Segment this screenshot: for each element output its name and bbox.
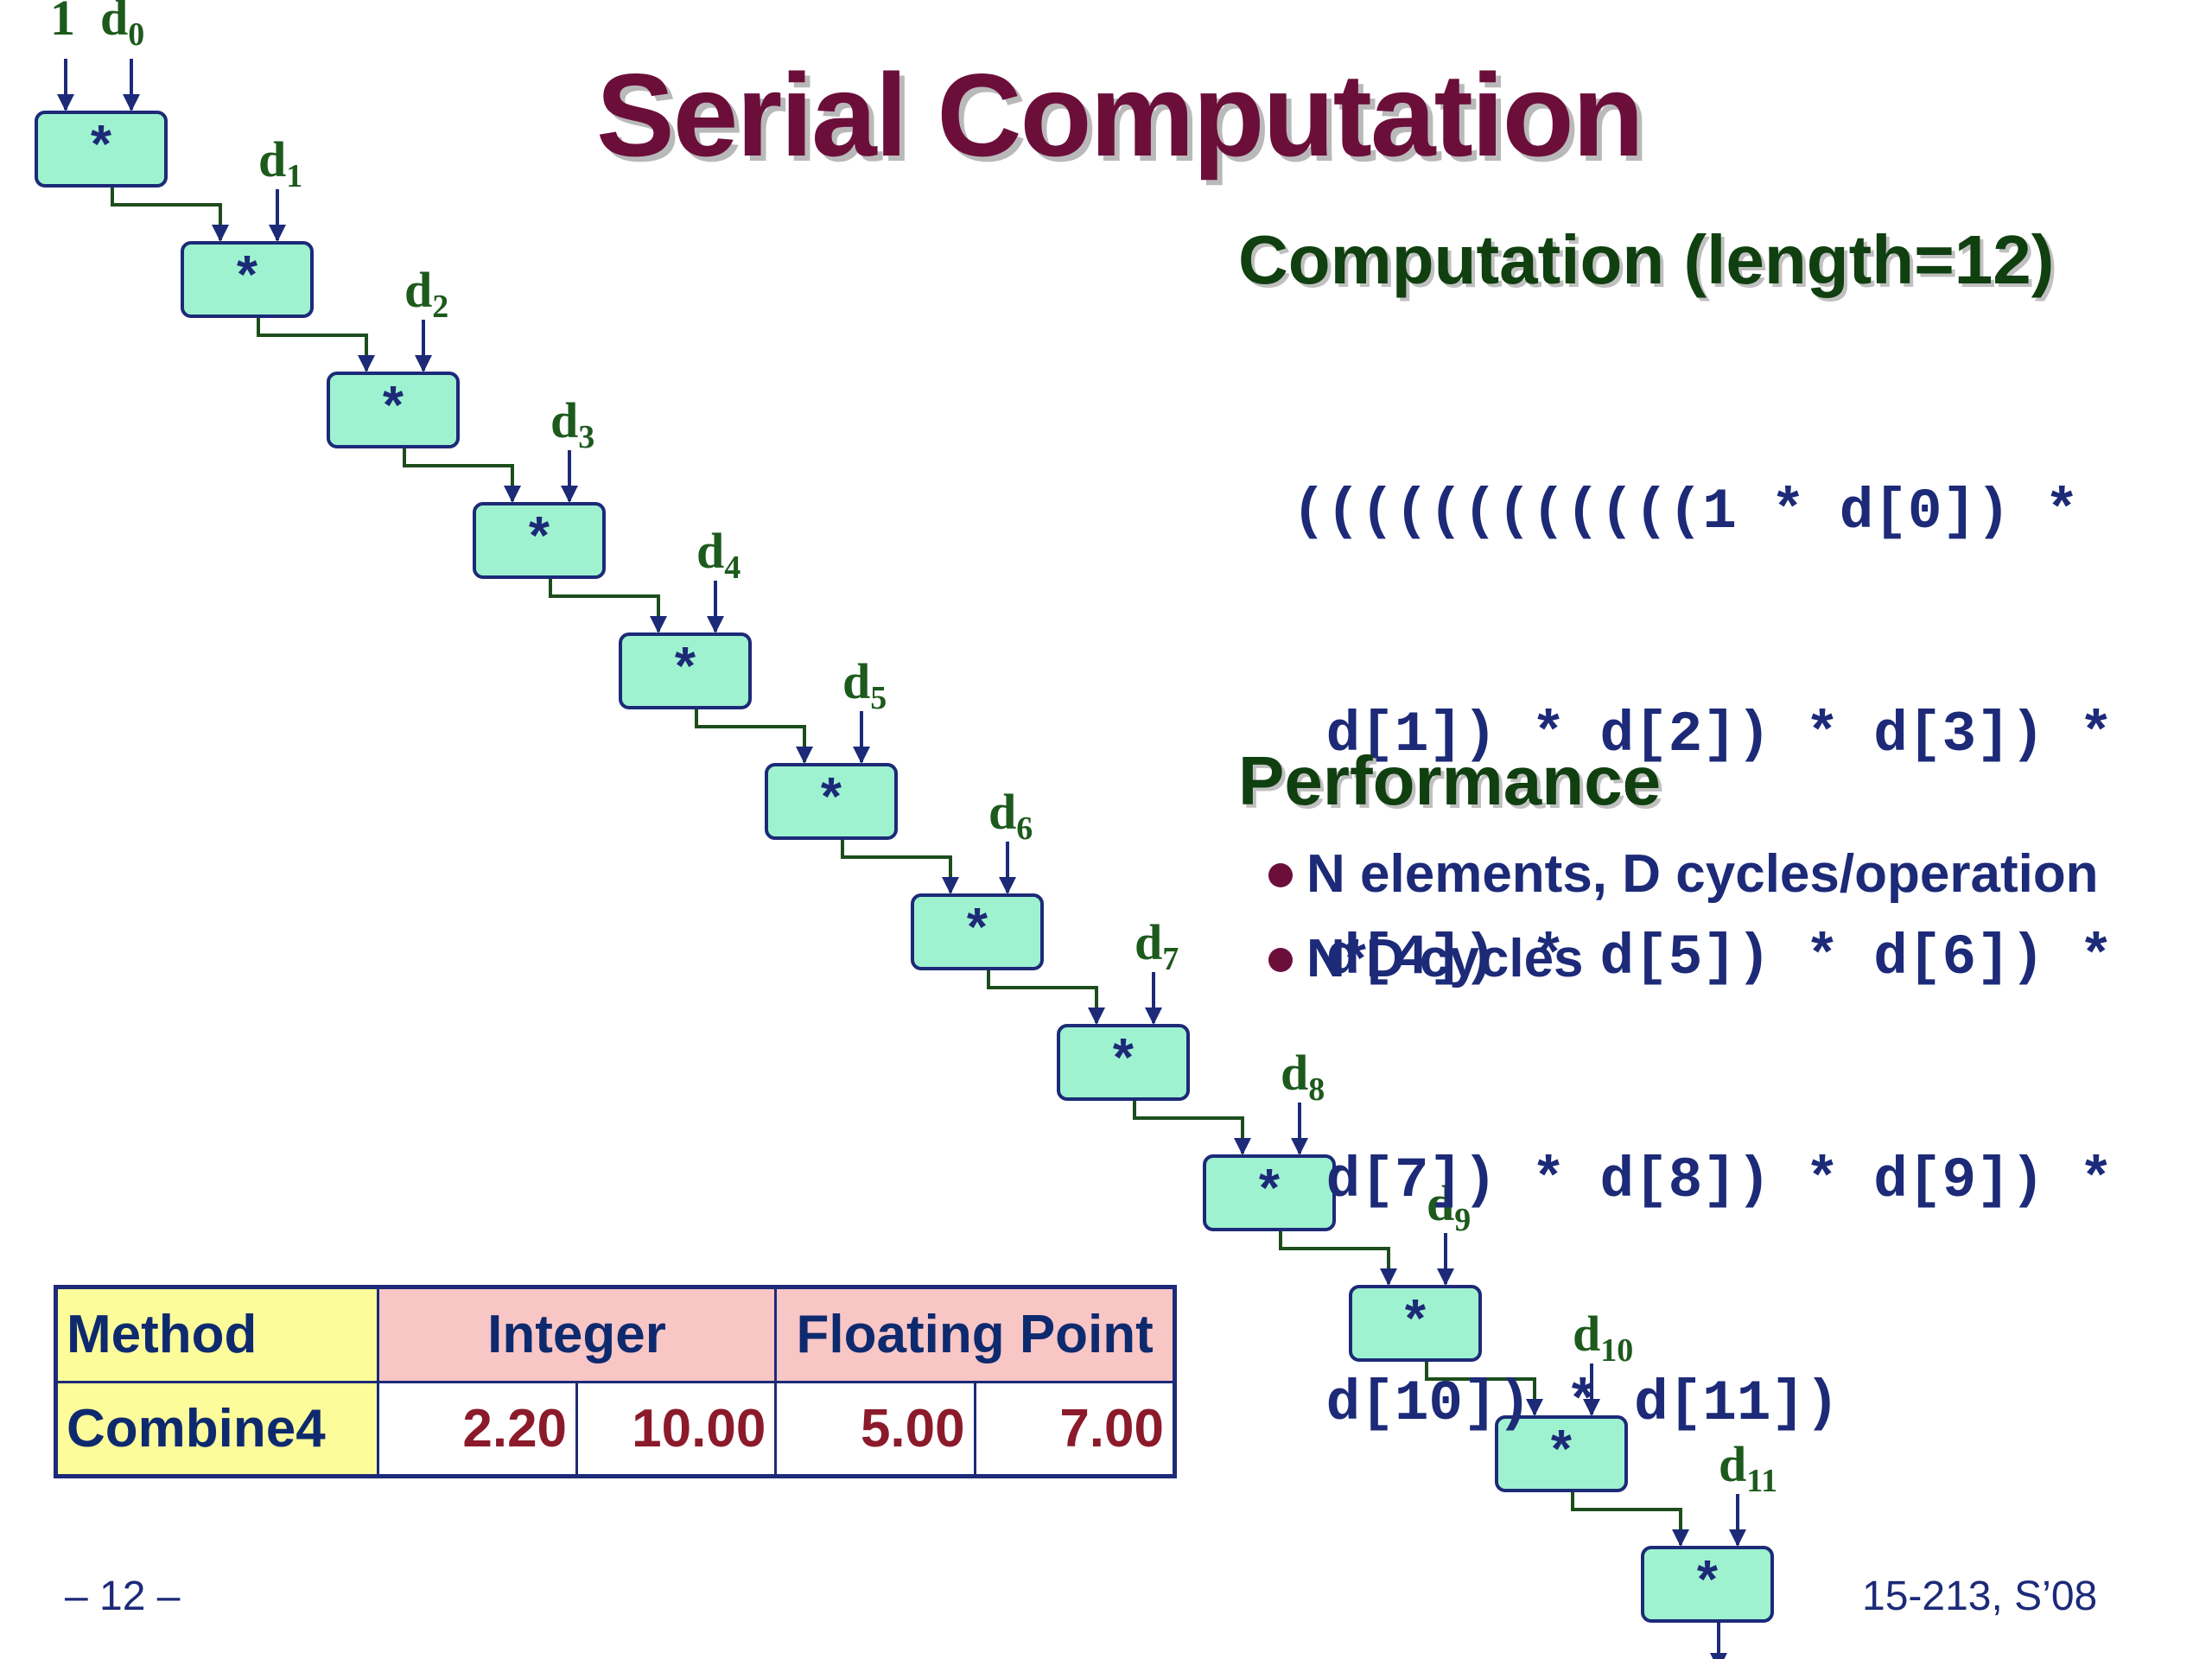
performance-bullets: N elements, D cycles/operation N*D cycle…	[1268, 842, 2099, 1012]
chain-link	[1279, 1230, 1397, 1286]
input-label: d0	[100, 0, 144, 53]
header-method: Method	[54, 1286, 379, 1383]
bullet-text: N elements, D cycles/operation	[1306, 844, 2099, 904]
chain-link	[1571, 1491, 1689, 1547]
chain-link	[403, 447, 521, 503]
multiply-operator: *	[237, 245, 258, 305]
multiply-node	[473, 502, 606, 579]
multiply-node	[35, 111, 168, 188]
chain-link	[987, 969, 1105, 1025]
multiply-operator: *	[967, 898, 988, 957]
code-line: d[1]) * d[2]) * d[3]) *	[1292, 702, 2113, 767]
chain-link	[549, 577, 667, 633]
multiply-operator: *	[821, 767, 842, 827]
performance-table: Method Integer Floating Point Combine4 2…	[54, 1285, 1177, 1478]
multiply-node	[619, 632, 752, 709]
header-integer: Integer	[376, 1286, 778, 1383]
bullet-item: N*D cycles	[1268, 927, 2099, 1012]
multiply-node	[1641, 1546, 1774, 1623]
input-label: d1	[258, 131, 302, 194]
input-label: d3	[550, 392, 594, 455]
chain-link	[841, 838, 959, 894]
input-label: d7	[1135, 914, 1179, 977]
input-label: d5	[842, 653, 887, 716]
table-row: Combine4 2.20 10.00 5.00 7.00	[54, 1380, 1177, 1478]
chain-link	[695, 708, 813, 764]
code-line: d[7]) * d[8]) * d[9]) *	[1292, 1148, 2113, 1213]
code-line: d[10]) * d[11])	[1292, 1371, 1840, 1436]
multiply-node	[327, 372, 460, 448]
computation-code: ((((((((((((1 * d[0]) * d[1]) * d[2]) * …	[1292, 327, 2113, 1516]
multiply-operator: *	[675, 637, 696, 696]
course-label: 15-213, S’08	[1862, 1573, 2098, 1619]
bullet-item: N elements, D cycles/operation	[1268, 842, 2099, 927]
performance-heading: Performance	[1238, 742, 1662, 819]
multiply-operator: *	[1697, 1550, 1719, 1610]
bullet-dot-icon	[1268, 948, 1293, 972]
code-line: ((((((((((((1 * d[0]) *	[1292, 480, 2079, 544]
input-label: d6	[988, 784, 1033, 847]
multiply-operator: *	[1113, 1028, 1135, 1088]
multiply-operator: *	[1405, 1289, 1427, 1349]
chain-link	[111, 186, 229, 242]
fp-mult-value: 7.00	[973, 1380, 1177, 1478]
chain-link	[1425, 1360, 1543, 1416]
multiply-node	[1349, 1285, 1482, 1362]
computation-heading: Computation (length=12)	[1238, 221, 2055, 298]
page-number: – 12 –	[65, 1573, 181, 1619]
bullet-text: N*D cycles	[1306, 929, 1584, 988]
multiply-node	[1203, 1154, 1336, 1231]
integer-mult-value: 10.00	[575, 1380, 778, 1478]
input-label: d2	[404, 262, 448, 325]
input-label: d4	[696, 523, 741, 586]
chain-link	[257, 316, 375, 372]
method-name: Combine4	[54, 1380, 379, 1478]
multiply-node	[765, 763, 898, 840]
bullet-dot-icon	[1268, 863, 1293, 887]
multiply-node	[911, 893, 1044, 970]
multiply-operator: *	[1259, 1159, 1281, 1218]
initial-input-label: 1	[50, 0, 75, 46]
multiply-operator: *	[91, 115, 112, 175]
header-floating-point: Floating Point	[774, 1286, 1176, 1383]
fp-add-value: 5.00	[774, 1380, 976, 1478]
multiply-operator: *	[529, 506, 550, 566]
multiply-node	[181, 241, 314, 318]
table-header-row: Method Integer Floating Point	[54, 1286, 1176, 1383]
chain-link	[1133, 1099, 1251, 1155]
slide-title: Serial Computation	[596, 49, 1644, 181]
multiply-operator: *	[383, 376, 404, 435]
multiply-operator: *	[1551, 1420, 1573, 1479]
multiply-node	[1057, 1024, 1190, 1101]
multiply-node	[1495, 1415, 1628, 1492]
code-line: d[4]) * d[5]) * d[6]) *	[1292, 925, 2113, 990]
integer-add-value: 2.20	[376, 1380, 579, 1478]
